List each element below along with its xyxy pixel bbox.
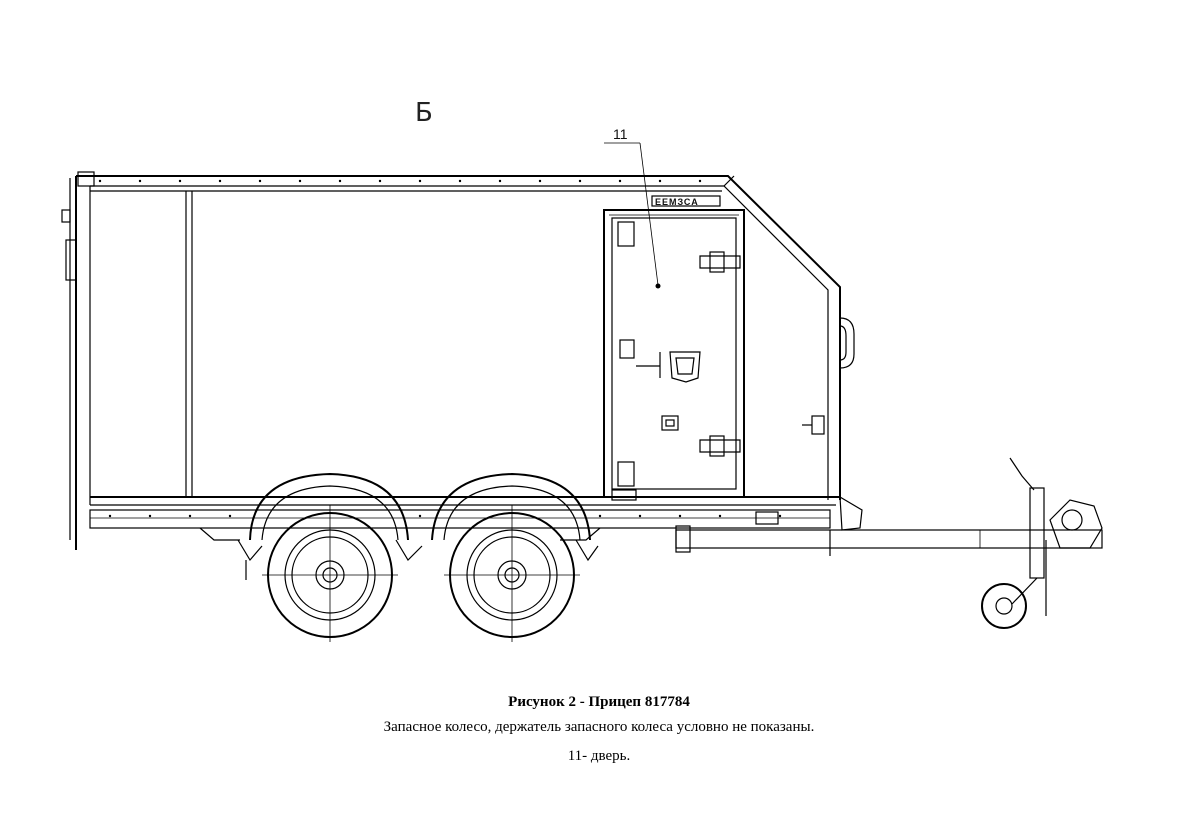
brand-plate: ЕЕМЗСА bbox=[655, 197, 699, 207]
view-label: Б bbox=[415, 98, 433, 128]
drawbar bbox=[675, 499, 1103, 556]
figure-note: Запасное колесо, держатель запасного кол… bbox=[383, 719, 815, 735]
figure-title: Рисунок 2 - Прицеп 817784 bbox=[508, 694, 690, 710]
wheel-front bbox=[444, 505, 580, 642]
callout-number: 11 bbox=[613, 126, 628, 142]
fender-rear bbox=[249, 472, 409, 541]
jockey-wheel bbox=[981, 457, 1047, 629]
rivet-row-bottom bbox=[108, 514, 782, 518]
rivet-row-top bbox=[98, 179, 702, 183]
callout-11: 11 bbox=[604, 126, 661, 289]
fender-front bbox=[431, 472, 591, 541]
figure-legend: 11- дверь. bbox=[567, 748, 631, 764]
door: ЕЕМЗСА bbox=[603, 195, 825, 501]
trailer-body bbox=[61, 171, 863, 550]
wheel-rear bbox=[262, 505, 398, 642]
